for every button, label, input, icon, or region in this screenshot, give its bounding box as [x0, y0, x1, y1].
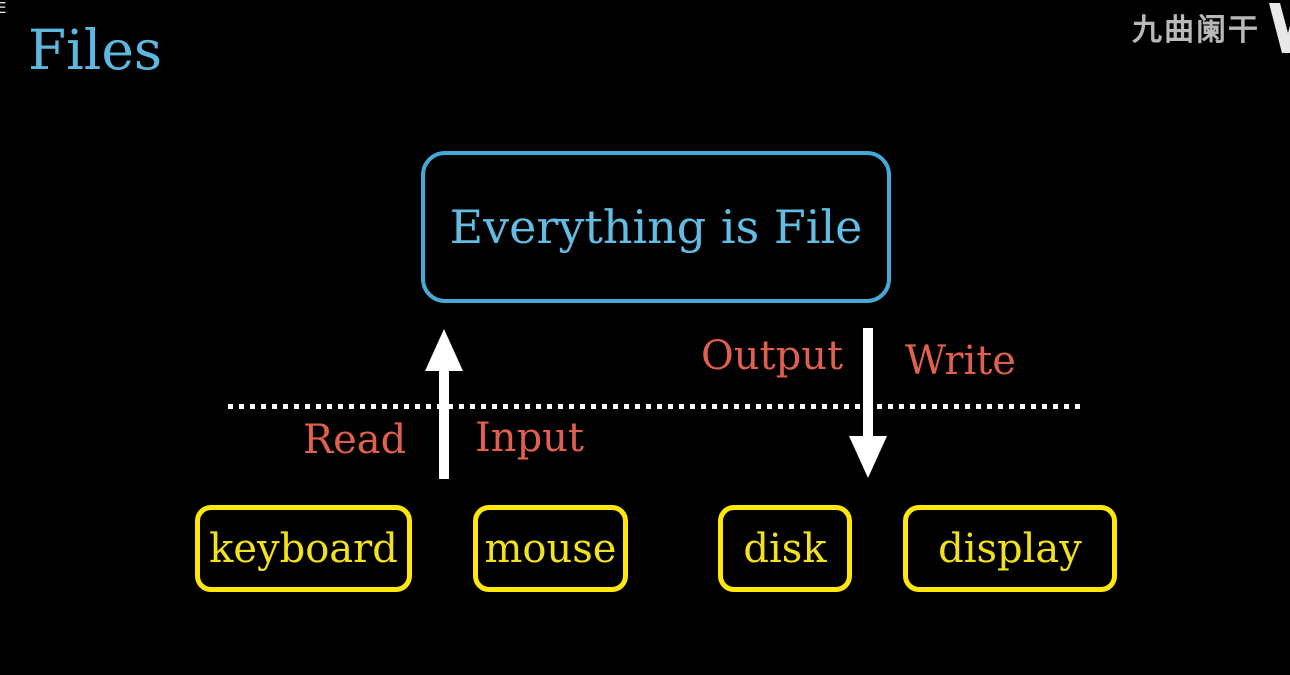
everything-is-file-box: Everything is File [421, 151, 891, 303]
down-arrow-icon [849, 328, 887, 478]
corner-artifact-glyph: E [0, 0, 7, 17]
output-label: Output [701, 333, 844, 379]
up-arrow-icon [425, 329, 463, 479]
boundary-dotted-line [228, 404, 1083, 409]
watermark-text: 九曲阑干 [1132, 13, 1260, 48]
device-label-disk: disk [743, 525, 827, 572]
device-box-keyboard: keyboard [195, 505, 412, 592]
device-label-keyboard: keyboard [209, 525, 398, 572]
device-label-mouse: mouse [484, 525, 617, 572]
device-box-mouse: mouse [473, 505, 628, 592]
device-label-display: display [938, 525, 1082, 572]
read-label: Read [303, 417, 407, 463]
device-box-display: display [903, 505, 1117, 592]
device-box-disk: disk [718, 505, 852, 592]
input-label: Input [475, 415, 585, 461]
everything-is-file-label: Everything is File [449, 200, 863, 254]
page-title: Files [28, 18, 163, 82]
write-label: Write [905, 338, 1016, 384]
channel-logo-icon [1268, 3, 1290, 53]
